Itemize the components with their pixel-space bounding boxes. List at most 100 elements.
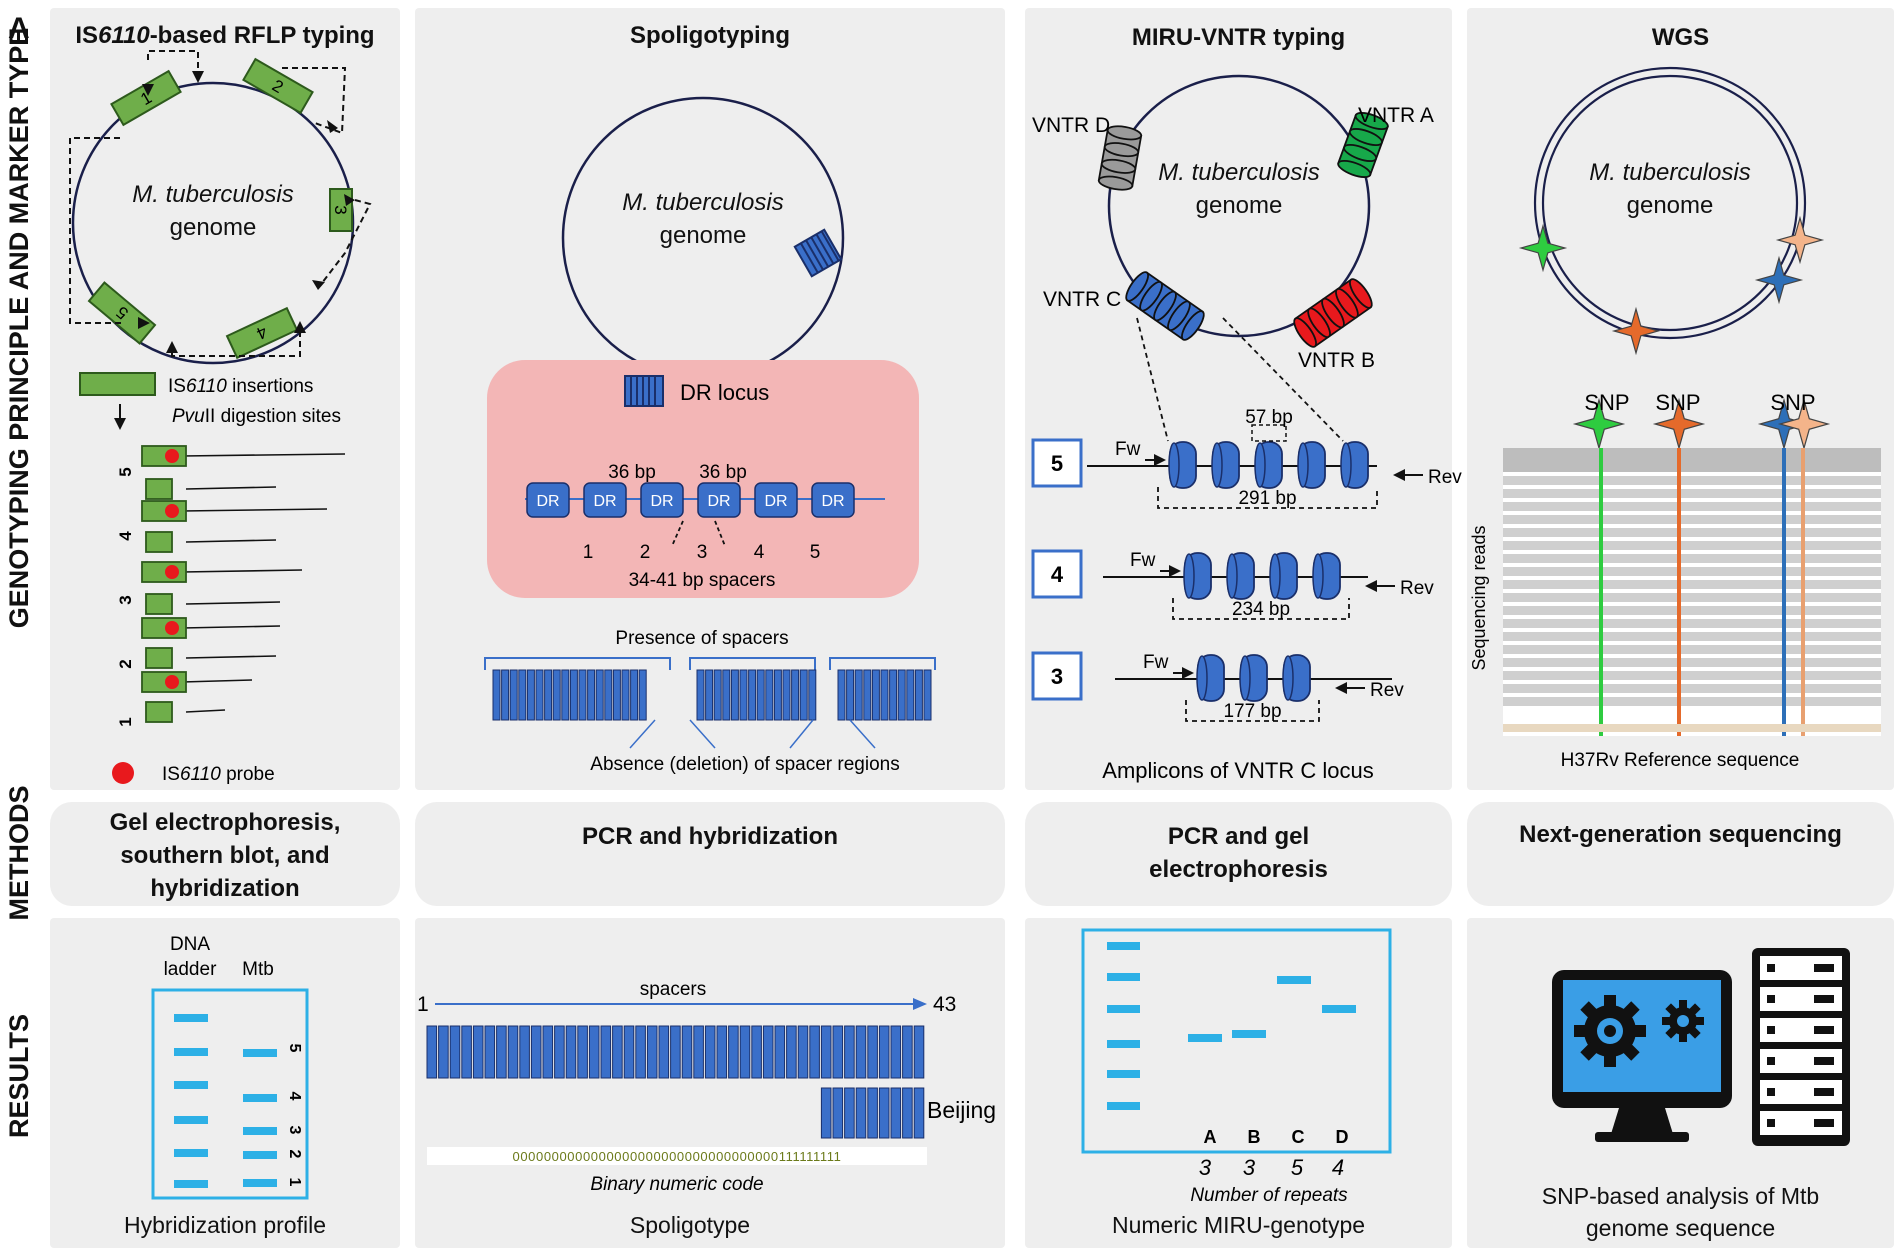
absence-label: Absence (deletion) of spacer regions <box>590 754 899 775</box>
repeat-count-box <box>1031 651 1083 701</box>
spacer-bar <box>889 669 898 721</box>
spacer-blocks <box>492 669 932 721</box>
vntr-a-cylinder <box>1337 112 1389 178</box>
ladder-band <box>174 1014 208 1022</box>
spacer-bar <box>501 669 510 721</box>
gel-mtb-label: Mtb <box>242 959 274 980</box>
beijing-spacer-bar <box>867 1087 878 1139</box>
snp-star-icon <box>1611 306 1661 356</box>
spacer-bar <box>791 669 800 721</box>
spacer-present-bar <box>496 1025 507 1079</box>
snp-column <box>1782 448 1786 736</box>
pvuii-arrowheads <box>138 71 355 353</box>
mtb-band <box>243 1179 277 1187</box>
probe-dot-icon <box>165 565 179 579</box>
ladder-band <box>1107 1005 1140 1013</box>
legend-insertion-swatch <box>79 372 156 396</box>
spacer-bar <box>705 669 714 721</box>
spacer-bar <box>621 669 630 721</box>
spacer-present-bar <box>751 1025 762 1079</box>
spacer-present-bar <box>681 1025 693 1079</box>
snp-label-3: SNP <box>1770 390 1815 415</box>
rflp-fragment <box>141 561 187 583</box>
panel-d-title: WGS <box>1651 24 1710 51</box>
ladder-band <box>174 1048 208 1056</box>
spacer-bar <box>561 669 570 721</box>
wgs-diagram: SNP SNP SNP Sequencing reads H37Rv Refer… <box>1469 66 1881 771</box>
vntr-a-label: VNTR A <box>1358 104 1434 127</box>
probe-dot-icon <box>112 762 134 784</box>
spacer-bar <box>748 669 757 721</box>
sequencing-reads <box>1503 448 1881 736</box>
lane-number-5: 5 <box>116 467 135 476</box>
repeat-count-c: 5 <box>1291 1155 1304 1180</box>
rflp-diagram: 1 2 3 4 5 IS6110 insertions PvuII digest <box>69 50 372 785</box>
spacer-present-bar <box>646 1025 658 1079</box>
spacer-bar <box>696 669 705 721</box>
spacer-bar <box>837 669 846 721</box>
spacer-bar <box>612 669 621 721</box>
spacer-present-bar <box>902 1025 913 1079</box>
rflp-fragments <box>141 445 346 723</box>
beijing-spacer-bar <box>878 1087 890 1139</box>
ladder-band <box>1107 1040 1140 1048</box>
rflp-fragment <box>145 478 173 500</box>
dr-locus-box <box>487 360 919 598</box>
rflp-fragment <box>145 593 173 615</box>
rflp-fragment <box>145 647 173 669</box>
method-b: PCR and hybridization <box>415 802 1005 906</box>
spacer-number-2: 2 <box>640 542 651 563</box>
spacer-number-1: 1 <box>583 542 594 563</box>
panel-a-title: IS6110-based RFLP typing <box>75 22 375 49</box>
ladder-band <box>174 1180 208 1188</box>
dr-box <box>811 482 855 518</box>
rflp-fragment <box>145 701 173 723</box>
result-a-caption: Hybridization profile <box>124 1212 326 1238</box>
spacer-present-bar <box>855 1025 867 1079</box>
amplicons-caption: Amplicons of VNTR C locus <box>1102 758 1373 783</box>
rev-arrow-icon <box>1393 469 1405 481</box>
lane-number-4: 4 <box>116 531 135 541</box>
read-row <box>1503 528 1881 537</box>
spacer-bar <box>765 669 774 721</box>
bp-label-1: 36 bp <box>608 462 656 483</box>
spacer-number-3: 3 <box>697 542 708 563</box>
spacer-present-bar <box>704 1025 716 1079</box>
spacer-bar <box>756 669 765 721</box>
result-b: 1 43 spacers Beijing 0000000000000000000… <box>415 918 1005 1248</box>
spacer-present-bar <box>530 1025 542 1079</box>
panel-d-principle: WGS SNP SNP SNP Sequencing reads H37Rv R… <box>1467 8 1894 790</box>
allele-band-b <box>1232 1030 1266 1038</box>
lane-number-2: 2 <box>116 659 135 668</box>
spacer-present-bar <box>484 1025 496 1079</box>
allele-band-d <box>1322 1005 1356 1013</box>
server-rack-icon <box>1752 948 1850 1146</box>
result-c: A B C D 3 3 5 4 Number of repeats Numeri… <box>1025 918 1452 1248</box>
gel-lane-a: A <box>1204 1127 1217 1147</box>
amplicon-size: 177 bp <box>1223 701 1281 722</box>
spacer-present-bar <box>507 1025 519 1079</box>
spacer-bar <box>518 669 527 721</box>
spacer-present-bar <box>670 1025 681 1079</box>
snp-star-icon <box>1518 223 1568 273</box>
spacer-bar <box>808 669 817 721</box>
snp-label-1: SNP <box>1584 390 1629 415</box>
spacer-bar <box>923 669 932 721</box>
ladder-band <box>1107 973 1140 981</box>
dr-locus-icon <box>624 375 664 407</box>
mtb-band <box>243 1049 277 1057</box>
spacer-present-bar <box>693 1025 704 1079</box>
spacer-present-bar <box>658 1025 670 1079</box>
lane-number-3: 3 <box>116 595 135 604</box>
repeat-count: 3 <box>1051 664 1063 689</box>
gel-ladder-label-2: ladder <box>164 959 217 980</box>
beijing-spacer-bar <box>913 1087 925 1139</box>
miru-gel: A B C D 3 3 5 4 Number of repeats <box>1081 928 1392 1206</box>
spacer-bar <box>713 669 722 721</box>
dr-locus-marker-icon <box>793 228 843 278</box>
amplicon-size: 234 bp <box>1232 599 1290 620</box>
